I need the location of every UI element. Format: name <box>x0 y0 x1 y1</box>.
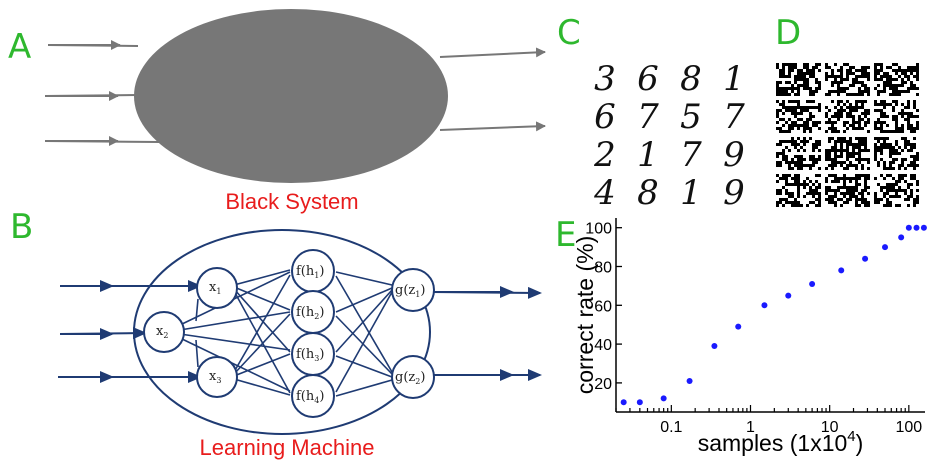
data-point <box>862 255 869 262</box>
hidden-node <box>291 374 335 418</box>
x-tick-label: 100 <box>895 419 922 436</box>
x-tick-label: 10 <box>821 419 839 436</box>
network-connections <box>179 269 393 397</box>
noise-image-grid <box>776 63 919 207</box>
handwritten-digit: 7 <box>637 97 659 137</box>
noise-image <box>874 174 919 207</box>
noise-image <box>825 137 870 170</box>
output-node-label: g(z1) <box>395 283 425 299</box>
data-point <box>711 343 718 350</box>
panel-b: B <box>10 207 542 460</box>
scatter-chart: 20 40 60 80 100 0.1 1 10 100 samples (1x104) corre… <box>572 218 927 456</box>
hidden-node-label: f(h2) <box>296 305 324 321</box>
data-point <box>660 395 667 402</box>
data-point <box>809 280 816 287</box>
x-tick-label: 0.1 <box>660 419 682 436</box>
handwritten-digit: 9 <box>723 135 745 175</box>
handwritten-digit: 8 <box>637 173 659 213</box>
data-point <box>898 234 905 241</box>
input-node-label: x1 <box>209 280 221 296</box>
handwritten-digit: 9 <box>723 173 745 213</box>
data-point <box>882 244 889 251</box>
handwritten-digit: 8 <box>680 59 702 99</box>
handwritten-digit: 6 <box>637 59 659 99</box>
input-node-label: x2 <box>156 324 168 340</box>
network-io-arrows <box>58 280 542 383</box>
panel-letter-e: E <box>555 215 576 255</box>
x-axis-title: samples (1x104) <box>698 428 864 456</box>
noise-image <box>825 63 870 96</box>
output-node <box>391 268 435 312</box>
output-node <box>391 355 435 399</box>
handwritten-digit: 7 <box>680 135 702 175</box>
data-point <box>905 224 912 231</box>
data-point <box>920 224 927 231</box>
data-point <box>913 224 920 231</box>
handwritten-digit: 7 <box>723 97 745 137</box>
data-point <box>735 323 742 330</box>
handwritten-digit: 1 <box>637 135 659 175</box>
noise-image <box>874 137 919 170</box>
handwritten-digit: 1 <box>723 59 745 99</box>
input-node <box>196 267 238 309</box>
data-point <box>838 267 845 274</box>
input-node <box>143 311 185 353</box>
network-nodes <box>143 249 435 418</box>
panel-letter-d: D <box>775 13 801 53</box>
noise-image <box>874 63 919 96</box>
y-tick-label: 20 <box>594 376 612 393</box>
handwritten-digit: 6 <box>594 97 616 137</box>
y-tick-label: 40 <box>594 337 612 354</box>
output-node-label: g(z2) <box>395 370 425 386</box>
y-tick-label: 80 <box>594 260 612 277</box>
hidden-node-label: f(h1) <box>296 264 324 280</box>
output-arrow <box>439 47 546 58</box>
panel-e: E 20 40 60 80 100 0.1 1 10 100 samples (1x104) cor… <box>555 215 927 456</box>
node-labels: x1 x2 x3 f(h1) f(h2) f(h3) f(h4) g(z1) g… <box>156 264 425 405</box>
data-point <box>686 377 693 384</box>
learning-machine-caption: Learning Machine <box>200 435 375 460</box>
black-system-caption: Black System <box>225 189 358 214</box>
noise-image <box>776 137 821 170</box>
y-axis-title: correct rate (%) <box>572 236 598 394</box>
noise-image <box>776 174 821 207</box>
black-system-ellipse <box>134 9 448 183</box>
noise-image <box>825 100 870 133</box>
input-arrows-a <box>44 40 546 146</box>
data-point <box>785 292 792 299</box>
noise-image <box>776 63 821 96</box>
handwritten-digit: 1 <box>680 173 702 213</box>
input-node <box>196 356 238 398</box>
x-tick-label: 1 <box>746 419 755 436</box>
data-point <box>620 399 627 406</box>
data-point <box>761 302 768 309</box>
input-node-label: x3 <box>209 369 221 385</box>
hidden-node-label: f(h4) <box>296 389 324 405</box>
handwritten-digit: 4 <box>593 173 616 213</box>
panel-letter-a: A <box>8 27 31 67</box>
y-tick-label: 100 <box>585 221 612 238</box>
panel-letter-c: C <box>557 13 581 53</box>
handwritten-digit: 5 <box>680 97 702 137</box>
noise-image <box>825 174 870 207</box>
handwritten-digit: 3 <box>594 59 616 99</box>
panel-d: D <box>775 13 919 207</box>
panel-letter-b: B <box>10 207 33 247</box>
hidden-node-label: f(h3) <box>296 347 324 363</box>
data-point <box>636 399 643 406</box>
y-tick-label: 60 <box>594 298 612 315</box>
noise-image <box>776 100 821 133</box>
handwritten-digit: 2 <box>593 135 616 175</box>
output-arrow <box>439 121 546 132</box>
panel-a: A Black System <box>8 9 546 214</box>
noise-image <box>874 100 919 133</box>
